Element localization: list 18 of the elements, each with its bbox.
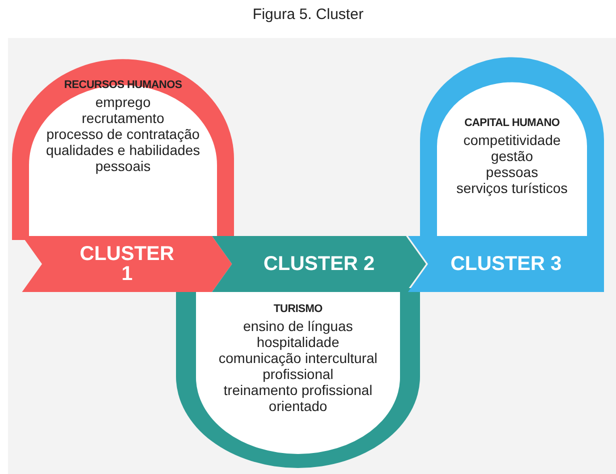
list-item: recrutamento: [82, 110, 164, 126]
list-item: qualidades e habilidades pessoais: [44, 142, 202, 174]
card-heading: RECURSOS HUMANOS: [64, 78, 182, 92]
list-item: serviços turísticos: [456, 180, 568, 196]
banner-label: CLUSTER 2: [262, 254, 376, 274]
card-heading: TURISMO: [274, 302, 322, 316]
list-item: pessoas: [486, 164, 538, 180]
card-heading: CAPITAL HUMANO: [464, 116, 560, 130]
list-item: hospitalidade: [256, 334, 340, 350]
banner-label: CLUSTER 1: [78, 244, 176, 284]
list-item: ensino de línguas: [243, 318, 353, 334]
banner-label: CLUSTER 3: [449, 254, 563, 274]
list-item: emprego: [95, 94, 151, 110]
list-item: processo de contratação: [46, 126, 200, 142]
list-item: competitividade: [463, 132, 561, 148]
list-item: treinamento profissional orientado: [222, 382, 374, 414]
list-item: gestão: [490, 148, 534, 164]
figure-title: Figura 5. Cluster: [252, 5, 364, 25]
